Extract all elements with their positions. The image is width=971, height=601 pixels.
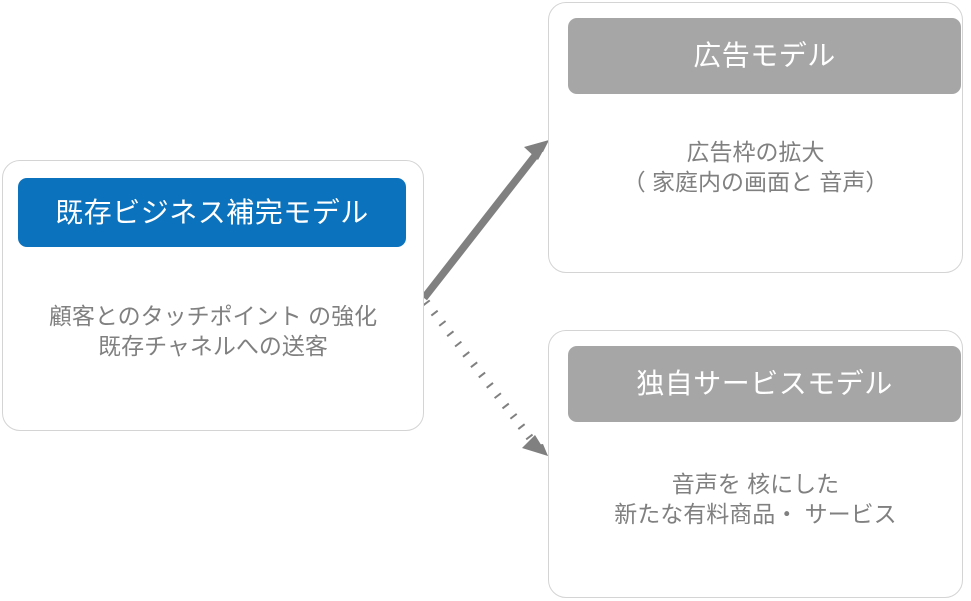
arrow-to-original-service-model bbox=[422, 299, 548, 456]
card-original-service-model[interactable]: 独自サービスモデル 音声を 核にした 新たな有料商品・ サービス bbox=[548, 330, 963, 598]
card-existing-business-model-header: 既存ビジネス補完モデル bbox=[18, 178, 406, 247]
card-advertising-model-body: 広告枠の拡大 （ 家庭内の画面と 音声） bbox=[549, 137, 962, 198]
card-original-service-model-body-line-1: 音声を 核にした bbox=[671, 471, 840, 497]
card-advertising-model-body-line-1: 広告枠の拡大 bbox=[686, 139, 825, 165]
card-existing-business-model-body-line-2: 既存チャネルへの送客 bbox=[98, 333, 328, 360]
card-advertising-model-header: 広告モデル bbox=[568, 18, 961, 94]
card-existing-business-model-title: 既存ビジネス補完モデル bbox=[55, 196, 369, 228]
card-original-service-model-body-line-2: 新たな有料商品・ サービス bbox=[614, 501, 897, 528]
card-existing-business-model-body: 顧客とのタッチポイント の強化 既存チャネルへの送客 bbox=[3, 301, 423, 362]
card-advertising-model-body-line-2: （ 家庭内の画面と 音声） bbox=[622, 169, 889, 196]
card-existing-business-model[interactable]: 既存ビジネス補完モデル 顧客とのタッチポイント の強化 既存チャネルへの送客 bbox=[2, 160, 424, 431]
card-advertising-model-title: 広告モデル bbox=[693, 40, 836, 71]
card-original-service-model-header: 独自サービスモデル bbox=[568, 346, 961, 422]
arrow-to-advertising-model bbox=[421, 140, 549, 301]
card-existing-business-model-body-line-1: 顧客とのタッチポイント の強化 bbox=[48, 303, 378, 329]
card-original-service-model-body: 音声を 核にした 新たな有料商品・ サービス bbox=[549, 469, 962, 530]
card-advertising-model[interactable]: 広告モデル 広告枠の拡大 （ 家庭内の画面と 音声） bbox=[548, 2, 963, 273]
card-original-service-model-title: 独自サービスモデル bbox=[636, 368, 893, 399]
